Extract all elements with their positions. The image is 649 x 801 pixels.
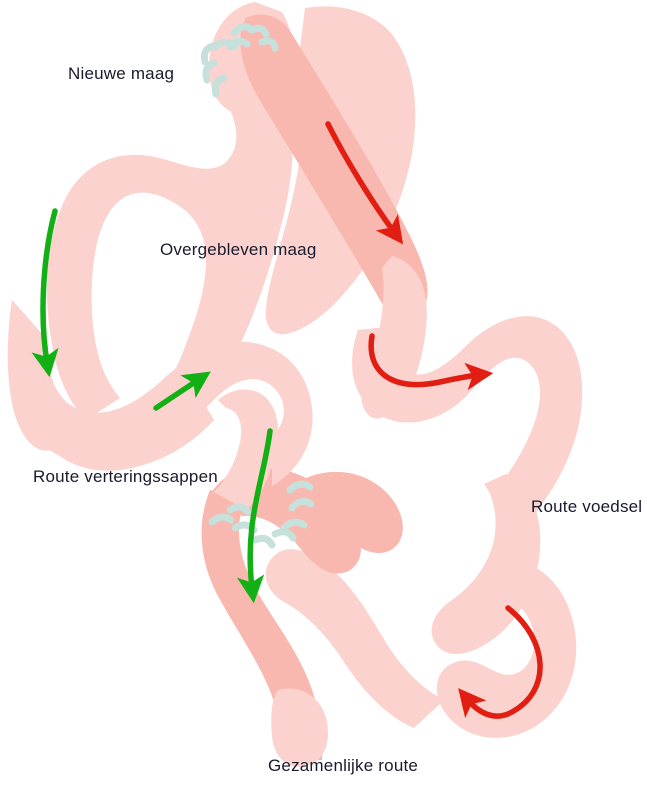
suture-marks-lower [208, 480, 315, 549]
suture-marks-upper [200, 23, 279, 98]
organ-shapes [7, 2, 583, 767]
label-route-verteringssappen: Route verteringssappen [33, 467, 218, 486]
label-overgebleven-maag: Overgebleven maag [160, 240, 317, 259]
arrow-route-voedsel-lower [458, 605, 543, 719]
arrow-route-voedsel-upper [325, 121, 404, 245]
arrow-route-voedsel-middle [368, 333, 494, 391]
common-channel-ascending [265, 549, 444, 728]
bowel-segment-right-of-anastomosis [300, 471, 403, 554]
label-gezamenlijke-route: Gezamenlijke route [268, 756, 419, 775]
arrow-route-verteringssappen-middle [153, 371, 211, 411]
afferent-limb-lower-tail [44, 390, 214, 471]
label-nieuwe-maag: Nieuwe maag [68, 64, 175, 83]
remnant-stomach-shape [46, 94, 293, 420]
small-bowel-s-curve [352, 316, 583, 512]
arrow-route-verteringssappen-upper [31, 208, 59, 378]
label-route-voedsel: Route voedsel [531, 497, 643, 516]
common-route-bottom-tip [271, 688, 328, 767]
arrow-route-verteringssappen-lower [236, 428, 273, 604]
